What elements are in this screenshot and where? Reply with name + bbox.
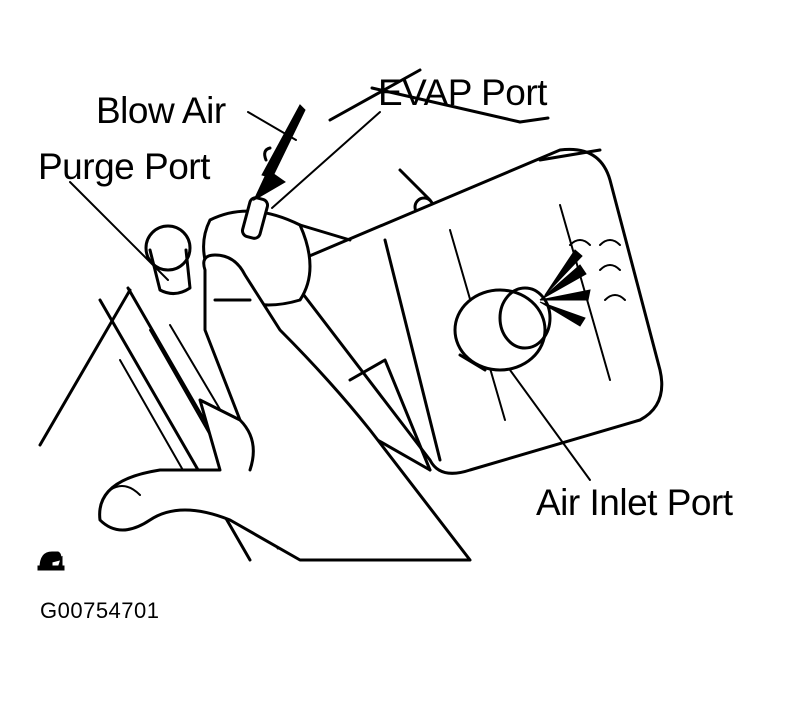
- leader-lines: [69, 111, 591, 481]
- air-inlet-port-label: Air Inlet Port: [536, 482, 733, 523]
- evap-port-leader: [271, 111, 381, 209]
- purge-port-leader: [69, 181, 169, 281]
- figure-id: G00754701: [40, 598, 160, 623]
- hand-symbol-icon: [37, 551, 65, 571]
- hand-shape: [98, 253, 472, 562]
- blow-air-leader: [247, 111, 297, 141]
- evap-port-label: EVAP Port: [378, 72, 547, 113]
- air-inlet-port-leader: [509, 369, 591, 481]
- air-inlet-port-shape: [453, 286, 552, 372]
- blow-air-arrow: [252, 104, 306, 202]
- blow-air-label: Blow Air: [96, 90, 226, 131]
- purge-port-label: Purge Port: [38, 146, 210, 187]
- air-flow-marks: [539, 239, 626, 327]
